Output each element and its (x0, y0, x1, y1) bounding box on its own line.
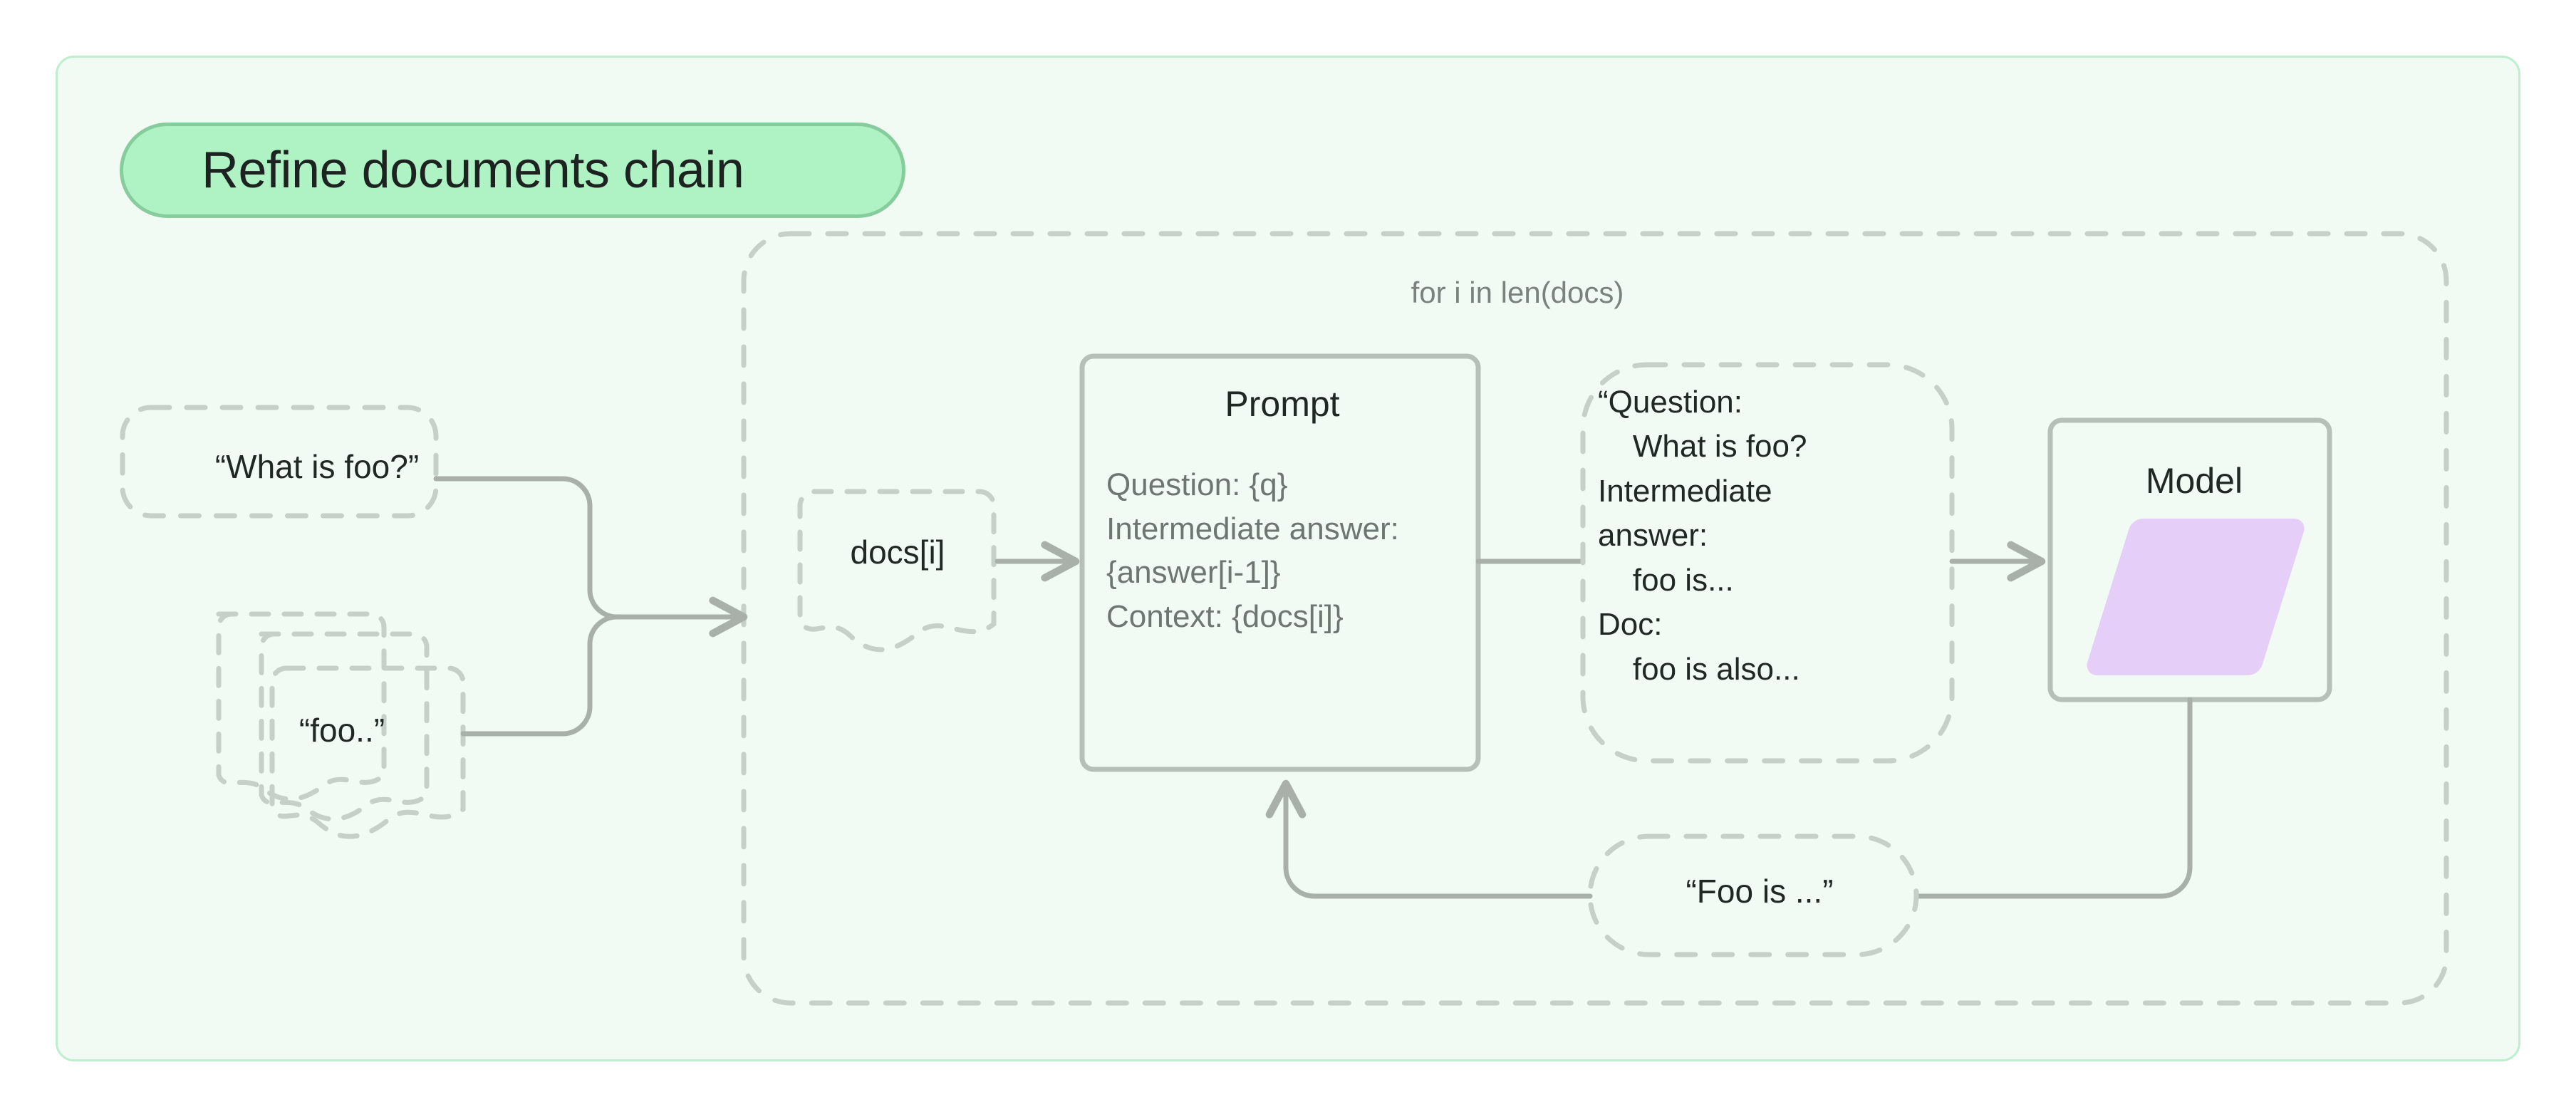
doc-slice-node-label: docs[i] (850, 534, 945, 571)
model-shape-icon (2087, 519, 2305, 675)
rendered-prompt-text: “Question: What is foo? Intermediate ans… (1598, 385, 1807, 687)
prompt-title: Prompt (1225, 384, 1340, 424)
doc-slice-node-shape (797, 489, 997, 653)
rendered-prompt-bubble (1580, 362, 1955, 764)
connector-question-to-loop (433, 476, 748, 638)
documents-node-shape-mid (259, 631, 430, 822)
documents-node-label: “foo..” (298, 712, 385, 749)
documents-node-shape-front (269, 665, 466, 839)
connector-answer-to-prompt (1265, 779, 1593, 899)
connector-model-to-answer (1913, 697, 2193, 899)
answer-node-shape (1587, 833, 1919, 957)
loop-label: for i in len(docs) (1411, 276, 1624, 309)
question-node-shape (120, 405, 439, 519)
prompt-template-lines: Question: {q} Intermediate answer: {answ… (1106, 467, 1399, 634)
model-title: Model (2145, 461, 2243, 501)
diagram-title-badge: Refine documents chain (120, 123, 905, 218)
connector-documents-to-loop (460, 614, 747, 737)
question-node-label: “What is foo?” (214, 448, 420, 485)
answer-node-label: “Foo is ...” (1686, 873, 1834, 910)
documents-node-shape-back (216, 611, 387, 802)
page-title: Refine documents chain (202, 142, 744, 199)
